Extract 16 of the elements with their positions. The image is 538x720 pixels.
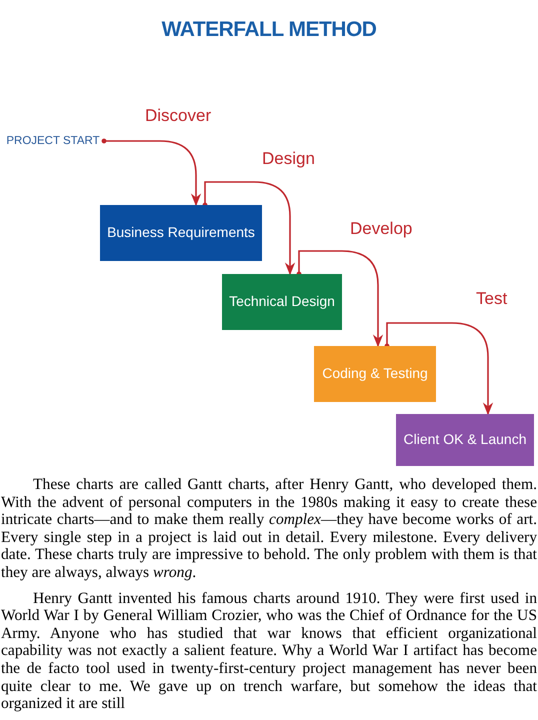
process-box: Technical Design [222,274,342,330]
start-label: PROJECT START [4,132,102,150]
arrow [202,181,296,276]
edge-label: Test [476,288,508,310]
process-box: Client OK & Launch [396,414,534,466]
process-box: Coding & Testing [314,346,436,402]
edge-label: Design [262,148,315,170]
arrow [296,250,384,348]
edge-label: Discover [145,105,212,127]
edge-label: Develop [350,218,412,240]
diagram-title: WATERFALL METHOD [162,17,376,43]
body-paragraph: These charts are called Gantt charts, after Henry Gantt, who developed them. With the advent of personal computers in the 1980s making it easy to create these intricate charts—and to make them really complex—they have become works of art. Every single step in a project is laid out in detail. Every milestone. Every delivery date. These charts truly are impressive to behold. The only problem with them is that they are always, always wrong. [1,476,537,582]
body-paragraph: Henry Gantt invented his famous charts around 1910. They were first used in World War I by General William Crozier, who was the Chief of Ordnance for the US Army. Anyone who has studied that war knows that efficient organizational capability was not exactly a salient feature. Why a World War I artifact has become the de facto tool used in twenty-first-century project management has never been quite clear to me. We gave up on trench warfare, but somehow the ideas that organized it are still [1,590,537,713]
process-box: Business Requirements [100,205,262,261]
arrow [102,138,202,206]
arrow [384,322,494,416]
